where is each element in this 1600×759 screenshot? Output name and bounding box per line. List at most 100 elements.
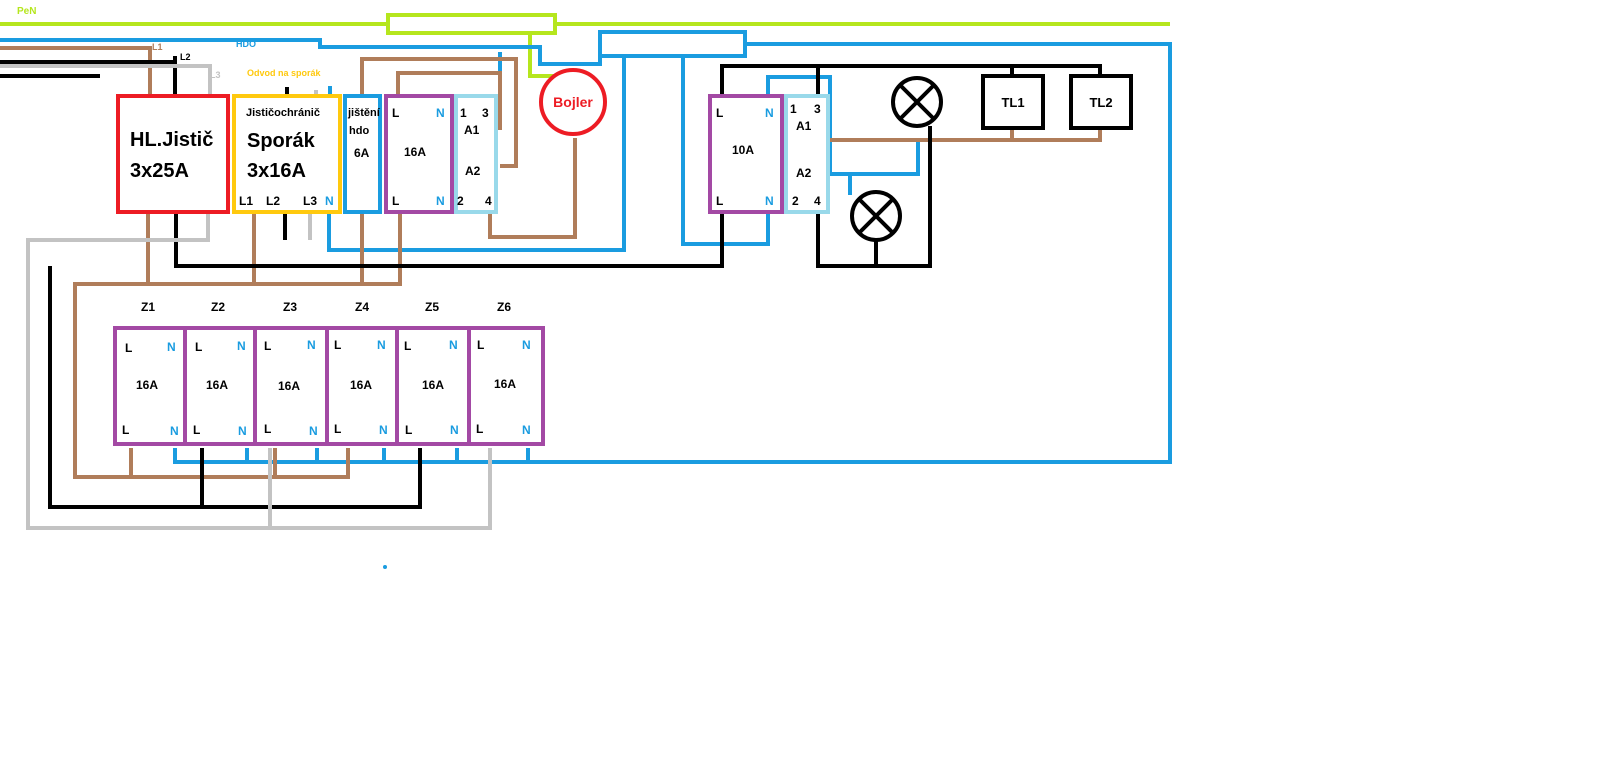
contactor-1-t3: 3 (482, 106, 489, 120)
contactor-1: 1 3 A1 A2 2 4 (454, 94, 498, 214)
circuit-z2-l-top: L (195, 340, 202, 354)
circuit-z5-n-bottom: N (450, 423, 459, 437)
l2-label: L2 (180, 52, 191, 62)
circuit-z4-l-top: L (334, 338, 341, 352)
circuit-z1-l-top: L (125, 341, 132, 355)
rcbo-sporak: Jističochránič Sporák 3x16A L1 L2 L3 N (232, 94, 342, 214)
breaker-16a-l-bottom: L (392, 194, 399, 208)
circuit-z6-l-bottom: L (476, 422, 483, 436)
circuit-name-z1: Z1 (141, 300, 155, 314)
circuit-z1-rating: 16A (136, 378, 158, 392)
circuit-z4-rating: 16A (350, 378, 372, 392)
rcbo-terminal-l3: L3 (303, 194, 317, 208)
hdo-breaker-line2: hdo (349, 125, 369, 137)
rcbo-type: Jističochránič (246, 107, 320, 119)
button-tl2-label: TL2 (1089, 95, 1112, 110)
odvod-label: Odvod na sporák (247, 68, 322, 78)
circuit-z3-l-top: L (264, 339, 271, 353)
contactor-1-t2: 2 (457, 194, 464, 208)
circuit-z4-n-top: N (377, 338, 386, 352)
circuit-box-z5: L N 16A L N (395, 326, 471, 446)
rcbo-rating: 3x16A (247, 160, 306, 182)
circuit-z4-l-bottom: L (334, 422, 341, 436)
pen-label: PeN (17, 6, 36, 17)
circuit-z2-n-bottom: N (238, 424, 247, 438)
breaker-10a-l-bottom: L (716, 194, 723, 208)
main-breaker-name: HL.Jistič (130, 129, 213, 151)
contactor-2-t3: 3 (814, 102, 821, 116)
circuit-z4-n-bottom: N (379, 423, 388, 437)
circuit-z1-l-bottom: L (122, 423, 129, 437)
button-tl1-label: TL1 (1001, 95, 1024, 110)
contactor-2: 1 3 A1 A2 2 4 (784, 94, 830, 214)
circuit-z5-n-top: N (449, 338, 458, 352)
bojler-label: Bojler (553, 94, 593, 110)
circuit-z3-rating: 16A (278, 379, 300, 393)
contactor-1-a1: A1 (464, 123, 480, 137)
pen-wires (0, 13, 1170, 88)
circuit-box-z4: L N 16A L N (325, 326, 399, 446)
circuit-name-z3: Z3 (283, 300, 297, 314)
breaker-10a-n-bottom: N (765, 194, 774, 208)
hdo-breaker-rating: 6A (354, 146, 370, 160)
contactor-2-t4: 4 (814, 194, 821, 208)
circuit-z1-n-top: N (167, 340, 176, 354)
breaker-16a: L N 16A L N (384, 94, 454, 214)
rcbo-terminal-l1: L1 (239, 194, 253, 208)
button-tl2: TL2 (1069, 74, 1133, 130)
main-breaker: HL.Jistič 3x25A (116, 94, 230, 214)
breaker-10a-n-top: N (765, 106, 774, 120)
stray-dot (383, 565, 387, 569)
circuit-z5-l-top: L (404, 339, 411, 353)
breaker-10a-rating: 10A (732, 143, 754, 157)
lamp-bottom (850, 190, 902, 242)
circuit-z2-n-top: N (237, 339, 246, 353)
circuit-z6-rating: 16A (494, 377, 516, 391)
rcbo-name: Sporák (247, 130, 316, 152)
breaker-16a-n-bottom: N (436, 194, 445, 208)
circuit-box-z6: L N 16A L N (467, 326, 545, 446)
main-breaker-rating: 3x25A (130, 160, 189, 182)
contactor-2-t2: 2 (792, 194, 799, 208)
breaker-16a-rating: 16A (404, 145, 426, 159)
breaker-16a-l-top: L (392, 106, 399, 120)
contactor-1-t4: 4 (485, 194, 492, 208)
contactor-2-t1: 1 (790, 102, 797, 116)
lamp-top (891, 76, 943, 128)
breaker-10a-l-top: L (716, 106, 723, 120)
circuit-box-z3: L N 16A L N (253, 326, 329, 446)
l3-label: L3 (210, 70, 221, 80)
circuit-z6-l-top: L (477, 338, 484, 352)
circuit-name-z2: Z2 (211, 300, 225, 314)
circuit-z3-l-bottom: L (264, 422, 271, 436)
circuit-box-z2: L N 16A L N (183, 326, 257, 446)
circuit-breakers: Z1 Z2 Z3 Z4 Z5 Z6 L N 16A L N L N 16A L … (113, 300, 545, 446)
contactor-2-a1: A1 (796, 119, 812, 133)
hdo-breaker: jištění hdo 6A (343, 94, 382, 214)
circuit-z6-n-bottom: N (522, 423, 531, 437)
circuit-z2-l-bottom: L (193, 423, 200, 437)
circuit-z3-n-top: N (307, 338, 316, 352)
rcbo-terminal-l2: L2 (266, 194, 280, 208)
breaker-16a-n-top: N (436, 106, 445, 120)
rcbo-terminal-n: N (325, 194, 334, 208)
l1-label: L1 (152, 42, 163, 52)
button-tl1: TL1 (981, 74, 1045, 130)
circuit-name-z4: Z4 (355, 300, 369, 314)
circuit-z6-n-top: N (522, 338, 531, 352)
hdo-label: HDO (236, 39, 256, 49)
l1-wires (0, 46, 1102, 479)
circuit-name-z5: Z5 (425, 300, 439, 314)
circuit-name-z6: Z6 (497, 300, 511, 314)
contactor-1-a2: A2 (465, 164, 481, 178)
bojler: Bojler (539, 68, 607, 136)
circuit-box-z1: L N 16A L N (113, 326, 187, 446)
circuit-z5-l-bottom: L (405, 423, 412, 437)
contactor-1-t1: 1 (460, 106, 467, 120)
circuit-z1-n-bottom: N (170, 424, 179, 438)
circuit-z5-rating: 16A (422, 378, 444, 392)
breaker-10a: L N 10A L N (708, 94, 784, 214)
circuit-z2-rating: 16A (206, 378, 228, 392)
circuit-z3-n-bottom: N (309, 424, 318, 438)
